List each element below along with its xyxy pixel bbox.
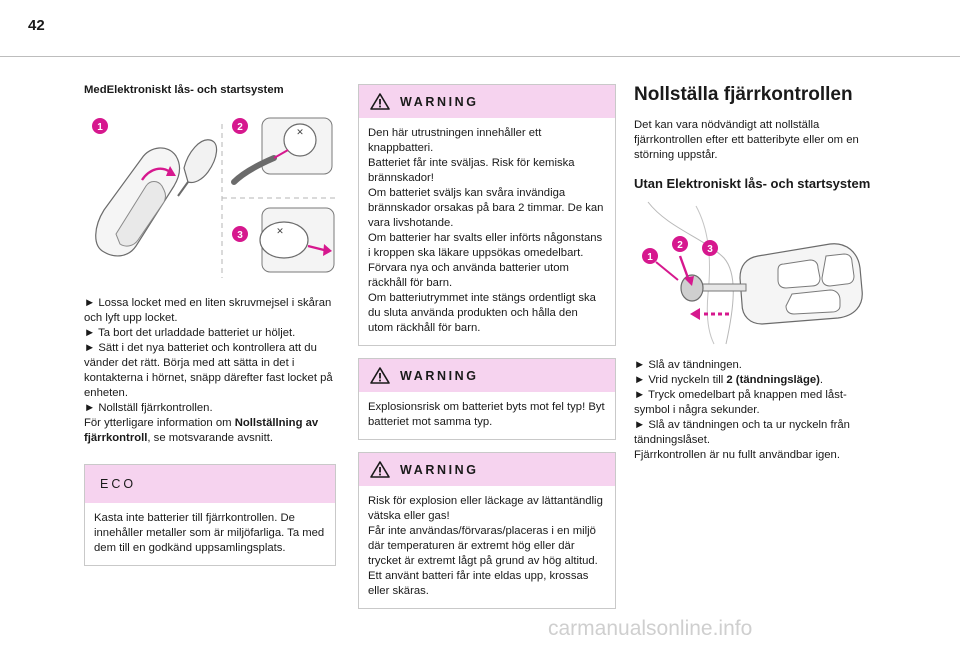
more-info-text: För ytterligare information om Nollställ… (84, 417, 319, 444)
page-number: 42 (28, 17, 45, 34)
key-fob-drawing (95, 147, 181, 257)
warning-box-2: WARNING Explosionsrisk om batteriet byts… (358, 358, 616, 440)
warning-triangle-icon (370, 93, 390, 110)
warning-text: Den här utrustningen innehåller ett knap… (368, 127, 604, 334)
svg-text:✕: ✕ (296, 127, 304, 137)
step-3-label: 3 (237, 230, 243, 241)
insert-arrow (655, 261, 679, 281)
ignition-position: 2 (tändningsläge) (726, 374, 820, 386)
warning-title: WARNING (400, 368, 479, 383)
header-divider (0, 56, 960, 57)
subsection-title: Utan Elektroniskt lås- och startsystem (634, 176, 871, 191)
screwdriver-drawing (177, 139, 218, 197)
step-3-badge (232, 226, 248, 242)
battery-insertion-drawing: ✕ (259, 207, 335, 273)
remaining-steps-text: ► Tryck omedelbart på knappen med låst-s… (634, 389, 850, 461)
svg-text:✕: ✕ (276, 226, 284, 236)
step-2-text: ► Vrid nyckeln till 2 (tändningsläge). (634, 374, 824, 386)
warning-box-1: WARNING Den här utrustningen innehåller … (358, 84, 616, 346)
eco-title: ECO (100, 477, 137, 491)
warning-triangle-icon (370, 461, 390, 478)
eco-box-header: ECO (85, 465, 335, 503)
cross-reference: Nollställning av fjärrkontroll (84, 417, 319, 444)
key-reset-illustration: 1 2 3 (642, 201, 863, 345)
middle-column: WARNING Den här utrustningen innehåller … (358, 84, 616, 621)
instructions-text: ► Lossa locket med en liten skruvmejsel … (84, 297, 333, 414)
warning-title: WARNING (400, 94, 479, 109)
right-column: Nollställa fjärrkontrollen Det kan vara … (634, 84, 880, 463)
turn-arrow (678, 255, 690, 279)
step-1-label: 1 (97, 122, 103, 133)
step-2-badge (672, 236, 688, 252)
lift-arrow (141, 167, 171, 181)
eco-text: Kasta inte batterier till fjärrkontrolle… (94, 512, 325, 554)
step-1-badge (92, 118, 108, 134)
warning-text: Explosionsrisk om batteriet byts mot fel… (368, 401, 605, 428)
battery-replacement-illustration: 1 ✕ 2 ✕ 3 (92, 117, 336, 278)
eco-box: ECO Kasta inte batterier till fjärrkontr… (84, 464, 336, 566)
step-1-badge (642, 248, 658, 264)
warning-triangle-icon (370, 367, 390, 384)
step-1-label: 1 (647, 252, 653, 263)
warning-box-header: WARNING (359, 453, 615, 486)
warning-box-header: WARNING (359, 359, 615, 392)
step-1-text: ► Slå av tändningen. (634, 359, 742, 371)
step-2-label: 2 (677, 240, 683, 251)
watermark: carmanualsonline.info (548, 617, 753, 640)
warning-box-header: WARNING (359, 85, 615, 118)
arrow-head-icon (684, 276, 694, 286)
intro-text: Det kan vara nödvändigt att nollställa f… (634, 119, 859, 161)
key-drawing (680, 243, 863, 325)
page-title: Nollställa fjärrkontrollen (634, 84, 853, 105)
battery-removal-drawing: ✕ (231, 117, 333, 185)
warning-text: Risk för explosion eller läckage av lätt… (368, 495, 603, 597)
step-2-label: 2 (237, 122, 243, 133)
arrow-head-icon (166, 166, 176, 176)
step-3-label: 3 (707, 244, 713, 255)
step-3-badge (702, 240, 718, 256)
warning-box-3: WARNING Risk för explosion eller läckage… (358, 452, 616, 609)
warning-title: WARNING (400, 462, 479, 477)
section-heading: MedElektroniskt lås- och startsystem (84, 84, 284, 96)
arrow-head-icon (690, 308, 700, 320)
left-column: MedElektroniskt lås- och startsystem 1 ✕… (84, 84, 336, 578)
ignition-panel-drawing (647, 201, 734, 345)
step-2-badge (232, 118, 248, 134)
